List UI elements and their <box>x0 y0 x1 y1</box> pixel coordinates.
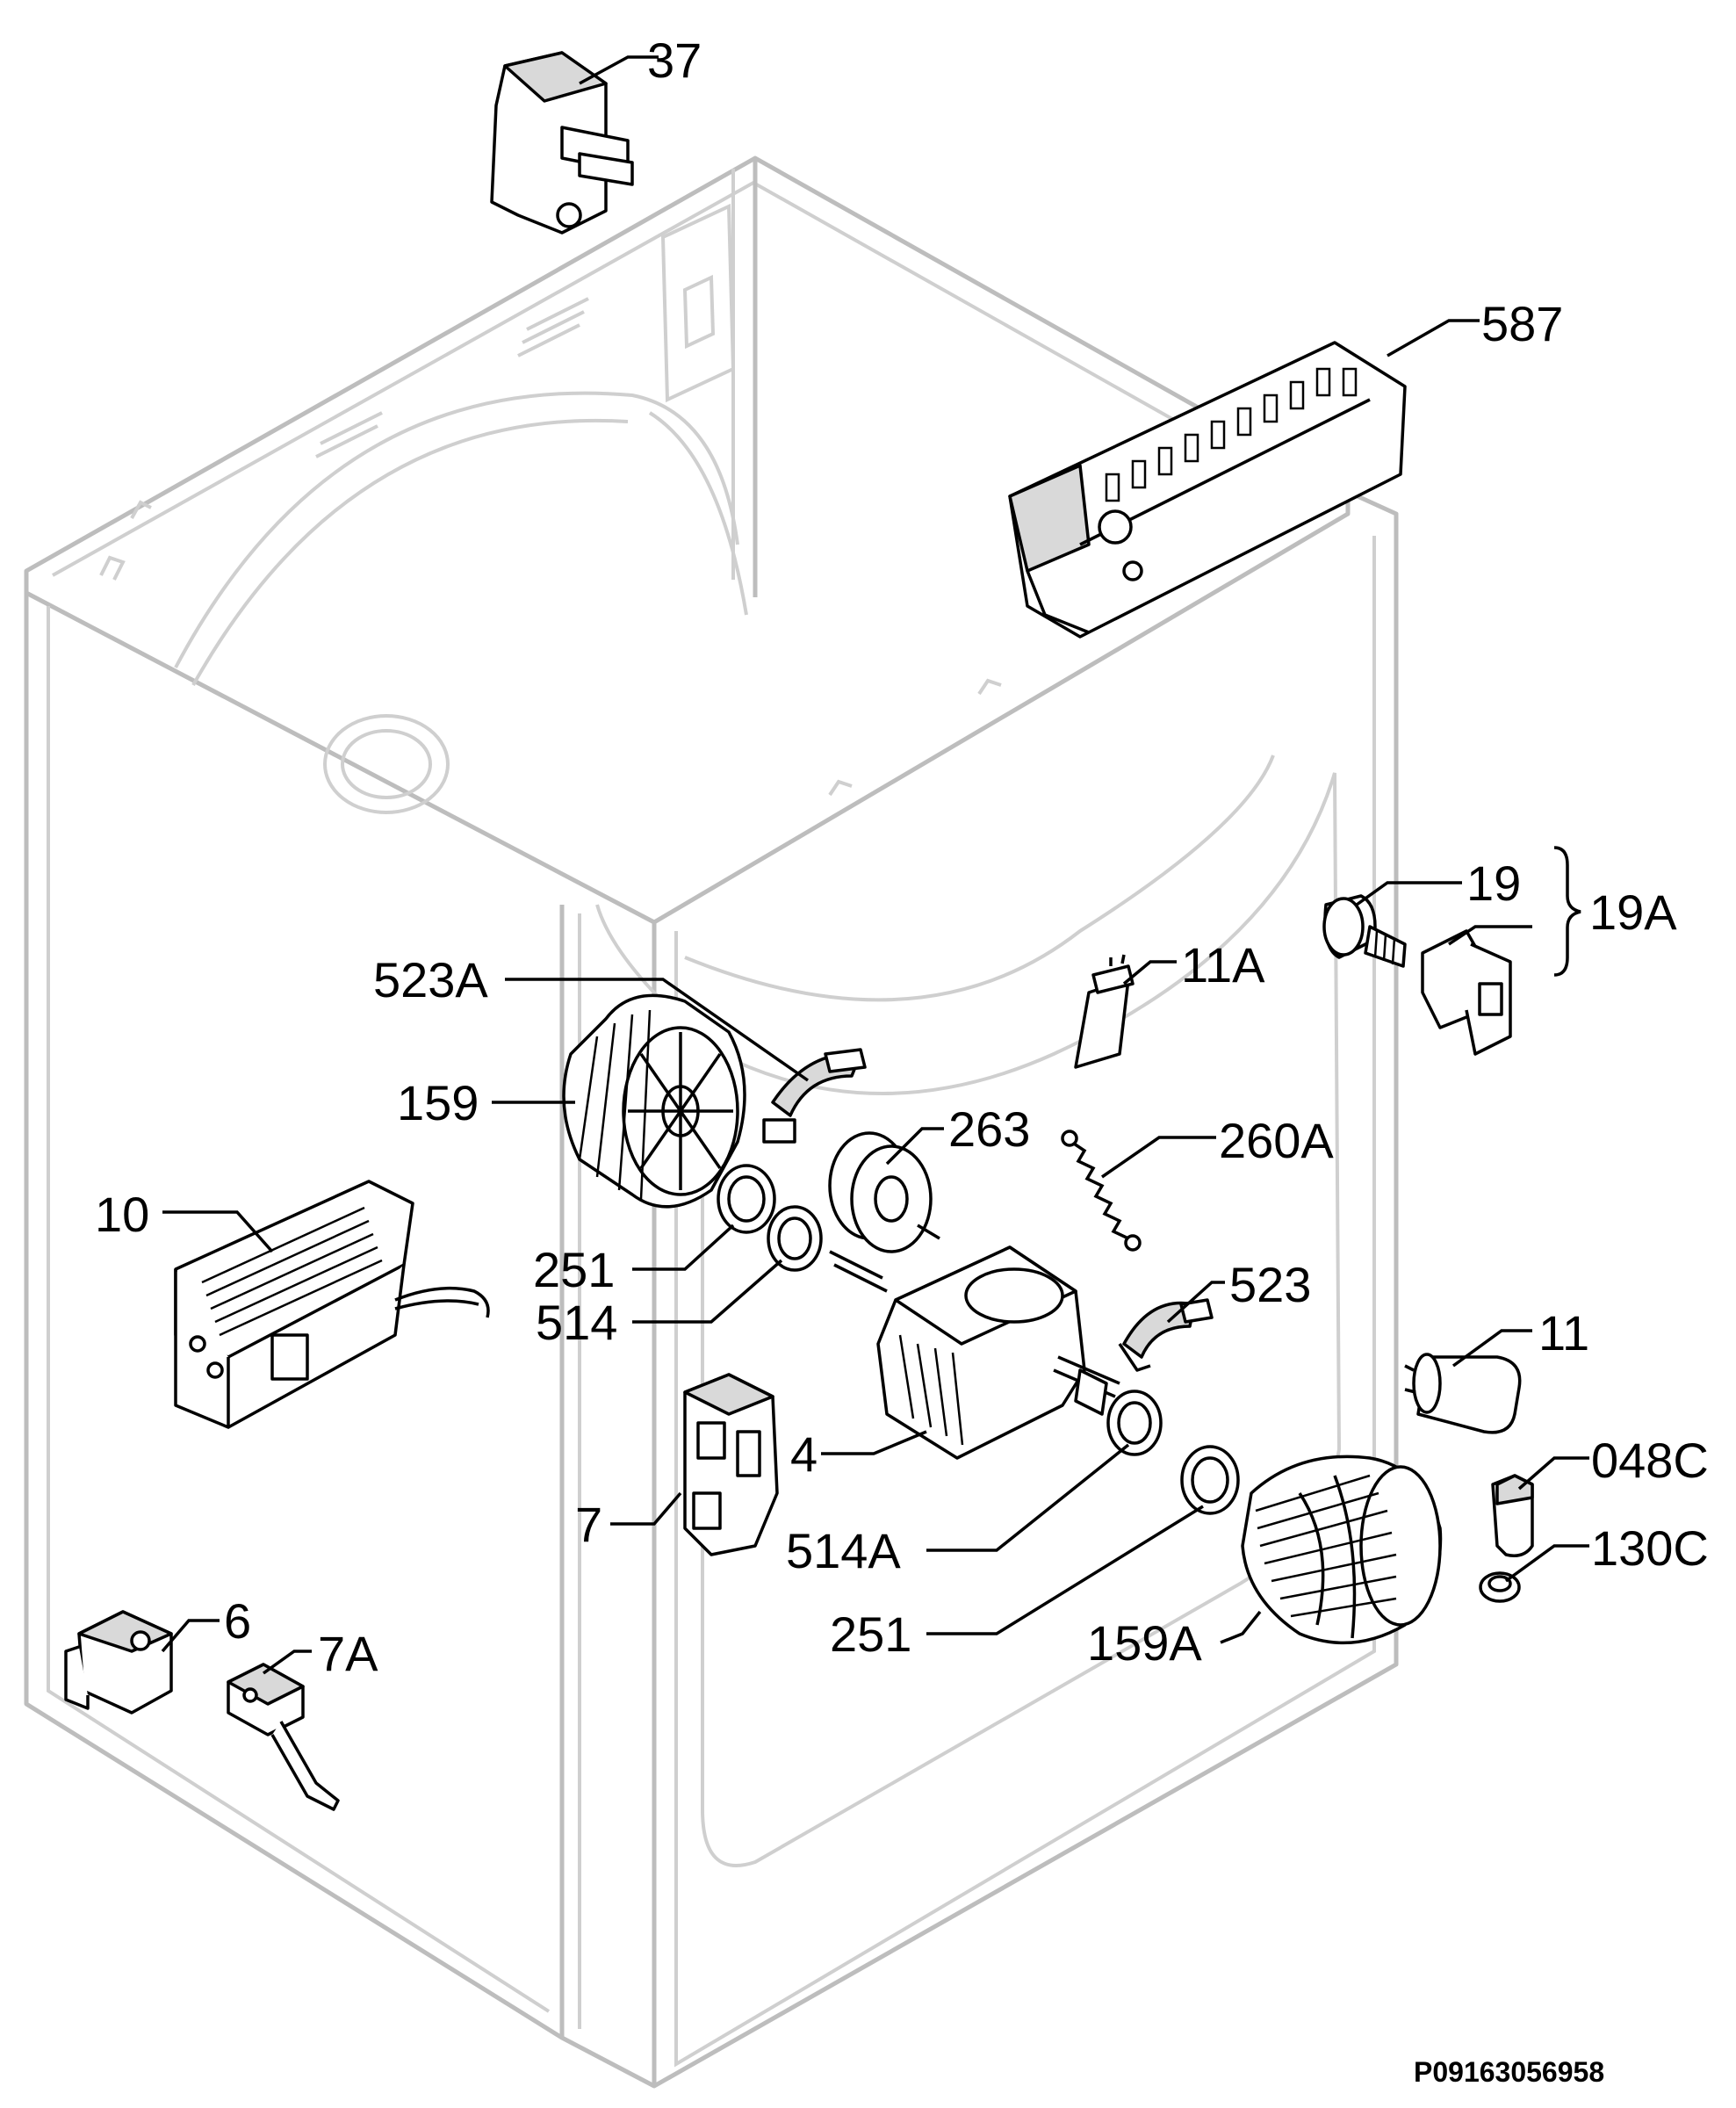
callout-7a: 7A <box>318 1626 378 1681</box>
callout-37: 37 <box>647 32 702 88</box>
part-251-ring-upper <box>717 1164 776 1234</box>
callout-514: 514 <box>536 1295 617 1350</box>
part-587-control-board <box>1008 341 1407 639</box>
callout-260a: 260A <box>1219 1113 1334 1168</box>
part-048c-sensor <box>1491 1474 1534 1557</box>
part-19-sensor <box>1322 894 1407 968</box>
drawing-code: P09163056958 <box>1414 2056 1604 2088</box>
part-514a-ring <box>1106 1390 1163 1456</box>
callout-4: 4 <box>790 1426 818 1482</box>
part-260a-spring <box>1061 1130 1142 1252</box>
part-19a-holder <box>1421 929 1512 1056</box>
callout-587: 587 <box>1481 296 1563 351</box>
callout-263: 263 <box>948 1101 1030 1157</box>
callout-7: 7 <box>575 1497 602 1552</box>
callout-523: 523 <box>1229 1257 1311 1312</box>
leader-lines <box>161 55 1589 1675</box>
callout-251-lower: 251 <box>830 1606 911 1662</box>
part-7a-microswitch <box>227 1663 340 1811</box>
part-251-ring-lower <box>1180 1445 1240 1515</box>
callout-159: 159 <box>397 1075 479 1130</box>
callout-10: 10 <box>95 1187 149 1242</box>
part-4-motor <box>829 1245 1120 1460</box>
callout-048c: 048C <box>1591 1433 1709 1488</box>
callout-6: 6 <box>224 1593 251 1649</box>
part-10-heater <box>174 1180 490 1429</box>
part-6-pump <box>64 1610 173 1715</box>
callout-labels: 37 587 19 19A 523A 11A 159 263 260A 10 5… <box>95 32 1709 1681</box>
part-523-bracket <box>1118 1298 1214 1372</box>
callout-159a: 159A <box>1087 1615 1202 1671</box>
callout-514a: 514A <box>786 1523 901 1578</box>
part-523a-bracket <box>762 1048 867 1144</box>
callout-523a: 523A <box>373 952 488 1007</box>
part-159a-fan <box>1241 1455 1443 1645</box>
callout-19: 19 <box>1466 855 1521 911</box>
part-11a-capacitor <box>1074 954 1135 1069</box>
part-37-lock <box>490 51 634 235</box>
callout-130c: 130C <box>1591 1520 1709 1576</box>
part-159-pulley <box>562 993 746 1209</box>
part-11-capacitor <box>1404 1353 1522 1434</box>
callout-19a: 19A <box>1589 884 1677 940</box>
callout-11: 11 <box>1538 1305 1589 1361</box>
part-263-pulley <box>828 1131 940 1253</box>
part-514-ring-upper <box>767 1205 823 1272</box>
callout-11a: 11A <box>1181 937 1265 993</box>
callout-251-upper: 251 <box>533 1242 615 1297</box>
part-7-relay <box>683 1373 779 1556</box>
